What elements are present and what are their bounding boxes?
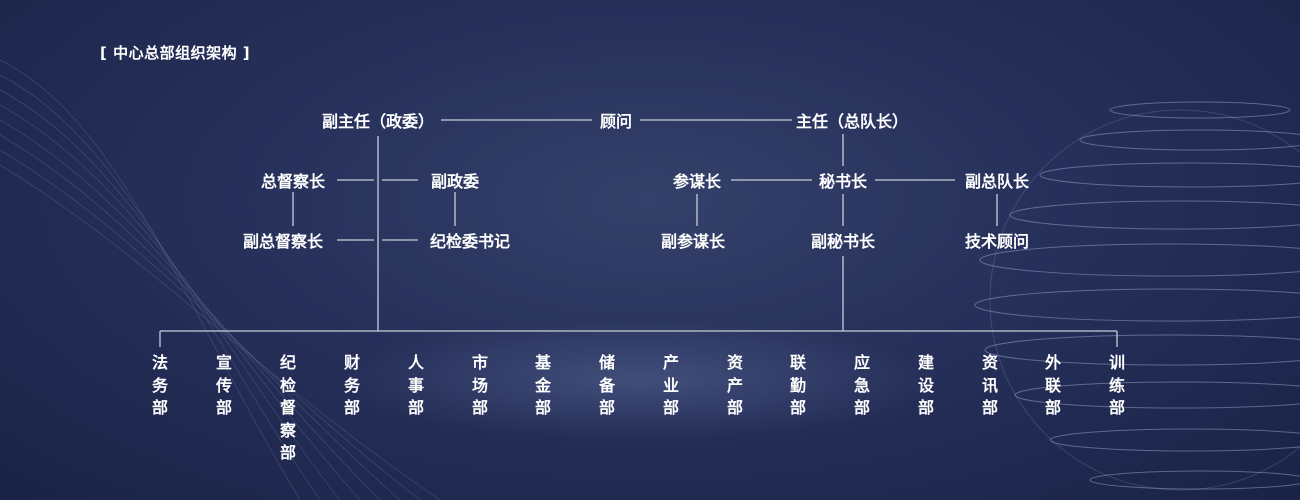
node-tech-advisor: 技术顾问 xyxy=(964,232,1030,251)
department-drop-lines xyxy=(159,331,1118,347)
node-deputy-chief-inspector: 副总督察长 xyxy=(242,232,324,251)
node-deputy-political: 副政委 xyxy=(430,172,480,191)
node-advisor: 顾问 xyxy=(599,112,633,131)
node-deputy-secretary-general: 副秘书长 xyxy=(810,232,876,251)
department-item: 基金部 xyxy=(534,353,551,417)
node-chief-inspector: 总督察长 xyxy=(260,172,326,191)
node-deputy-captain: 副总队长 xyxy=(964,172,1030,191)
department-item: 应急部 xyxy=(853,353,870,417)
department-item: 资产部 xyxy=(726,353,743,417)
department-item: 法务部 xyxy=(151,353,168,417)
department-item: 建设部 xyxy=(917,353,934,417)
department-item: 联勤部 xyxy=(789,353,806,417)
department-item: 人事部 xyxy=(407,353,424,417)
node-discipline-secretary: 纪检委书记 xyxy=(429,232,511,251)
department-item: 财务部 xyxy=(343,353,360,417)
department-item: 宣传部 xyxy=(215,353,232,417)
department-item: 产业部 xyxy=(662,353,679,417)
department-item: 市场部 xyxy=(471,353,488,417)
department-item: 纪检督察部 xyxy=(279,353,296,462)
page-title: [ 中心总部组织架构 ] xyxy=(100,44,251,62)
department-item: 储备部 xyxy=(598,353,615,417)
node-secretary-general: 秘书长 xyxy=(818,172,868,191)
node-deputy-chief-of-staff: 副参谋长 xyxy=(660,232,726,251)
department-item: 训练部 xyxy=(1108,353,1125,417)
node-director: 主任（总队长） xyxy=(795,112,909,131)
node-chief-of-staff: 参谋长 xyxy=(672,172,722,191)
department-item: 资讯部 xyxy=(981,353,998,417)
department-item: 外联部 xyxy=(1044,353,1061,417)
node-deputy-director: 副主任（政委） xyxy=(321,112,435,131)
